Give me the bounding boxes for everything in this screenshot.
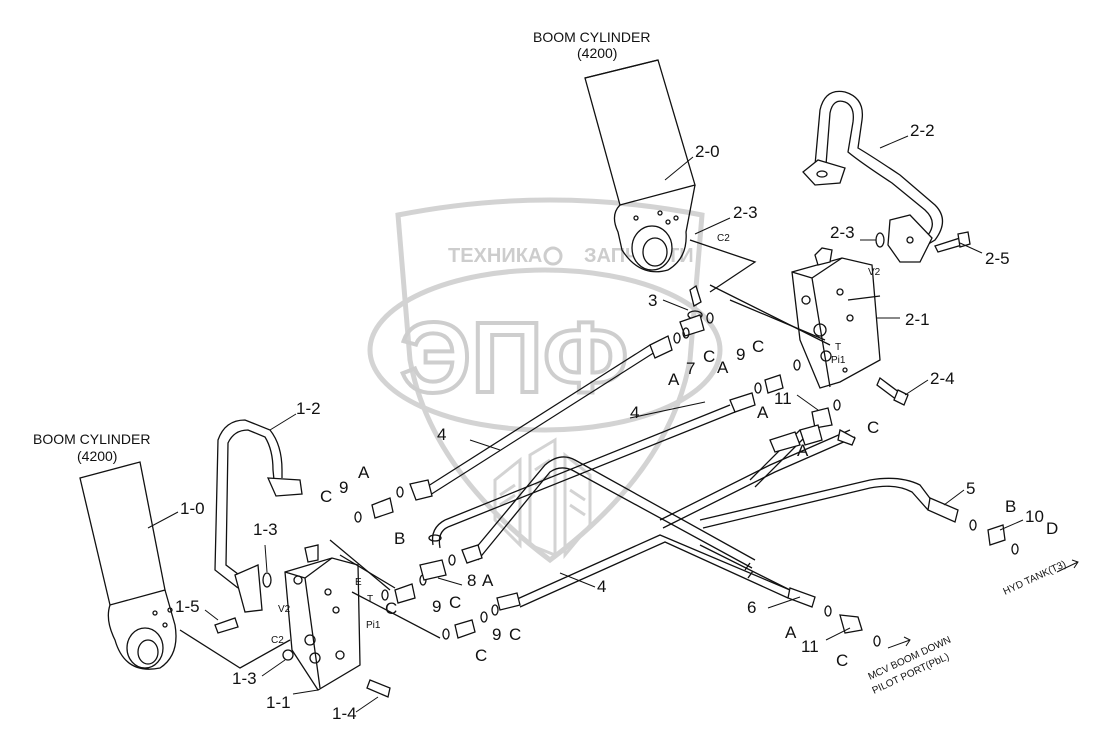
- callout-10: 10: [1025, 507, 1044, 526]
- port-pi1-top: Pi1: [831, 355, 846, 366]
- letter-a7: A: [785, 623, 797, 642]
- valve-1-1: [284, 544, 361, 691]
- port-v2-top: V2: [868, 267, 881, 278]
- letter-c4: C: [320, 487, 332, 506]
- boom-cylinder-left: [79, 461, 177, 670]
- watermark-text-left: ТЕХНИКА: [448, 245, 542, 267]
- callout-1-1: 1-1: [266, 693, 291, 712]
- letter-d1: D: [1046, 519, 1058, 538]
- pipe-2-2: [802, 90, 944, 263]
- port-t-top: T: [835, 342, 841, 353]
- boom-cylinder-left-code: (4200): [77, 448, 117, 464]
- port-t-left: T: [367, 594, 373, 605]
- letter-c1: C: [703, 347, 715, 366]
- callout-9b: 9: [339, 478, 348, 497]
- gear-icon: [543, 246, 563, 266]
- port-c2-top: C2: [717, 233, 730, 244]
- callout-11b: 11: [801, 637, 819, 656]
- letter-b1: B: [394, 529, 405, 548]
- callout-3: 3: [648, 291, 657, 310]
- letter-c9: C: [836, 651, 848, 670]
- hose-4-bottom: [461, 456, 791, 611]
- callout-2-3a: 2-3: [733, 203, 758, 222]
- letter-a2: A: [717, 358, 729, 377]
- callout-7: 7: [686, 359, 695, 378]
- callout-11a: 11: [774, 389, 792, 408]
- callout-2-0: 2-0: [695, 142, 720, 161]
- callout-9a: 9: [736, 345, 745, 364]
- letter-b2: B: [1005, 497, 1016, 516]
- callout-9c: 9: [432, 597, 441, 616]
- callout-2-2: 2-2: [910, 121, 935, 140]
- port-e-left: E: [355, 577, 362, 588]
- callout-1-4: 1-4: [332, 704, 357, 723]
- callout-1-3b: 1-3: [232, 669, 257, 688]
- letter-c6: C: [449, 593, 461, 612]
- callout-4a: 4: [630, 403, 639, 422]
- callout-1-2: 1-2: [296, 399, 321, 418]
- callout-9d: 9: [492, 625, 501, 644]
- port-v2-left: V2: [278, 604, 291, 615]
- boom-cylinder-top: [584, 59, 696, 273]
- callout-2-1: 2-1: [905, 310, 930, 329]
- drawing-lines: [79, 59, 1019, 698]
- o-ring-2-3: [875, 232, 885, 248]
- letter-c7: C: [475, 646, 487, 665]
- letter-a5: A: [358, 463, 370, 482]
- letter-a1: A: [668, 370, 680, 389]
- letter-a4: A: [797, 441, 809, 460]
- letter-c5: C: [385, 599, 397, 618]
- letter-a6: A: [482, 571, 494, 590]
- callout-2-5: 2-5: [985, 249, 1010, 268]
- callout-8: 8: [467, 571, 476, 590]
- callout-5: 5: [966, 479, 975, 498]
- watermark-main: ЭПФ: [400, 302, 628, 414]
- callout-6: 6: [747, 598, 756, 617]
- boom-cylinder-left-title: BOOM CYLINDER: [33, 431, 150, 447]
- port-c2-left: C2: [271, 635, 284, 646]
- callout-leaders: [147, 135, 1024, 713]
- callout-4c: 4: [597, 577, 606, 596]
- letter-c3: C: [867, 418, 879, 437]
- boom-cylinder-top-title: BOOM CYLINDER: [533, 29, 650, 45]
- callout-1-5: 1-5: [175, 597, 200, 616]
- letter-a3: A: [757, 403, 769, 422]
- boom-cylinder-top-code: (4200): [577, 45, 617, 61]
- hyd-tank-note: HYD TANK(T3): [1002, 559, 1068, 598]
- callout-1-0: 1-0: [180, 499, 205, 518]
- valve-2-1: [791, 247, 881, 389]
- port-pi1-left: Pi1: [366, 620, 381, 631]
- callout-1-3a: 1-3: [253, 520, 278, 539]
- letter-c8: C: [509, 625, 521, 644]
- hose-4-top: [409, 335, 673, 501]
- callout-4b: 4: [437, 425, 446, 444]
- callout-2-3b: 2-3: [830, 223, 855, 242]
- callout-2-4: 2-4: [930, 369, 955, 388]
- letter-c2: C: [752, 337, 764, 356]
